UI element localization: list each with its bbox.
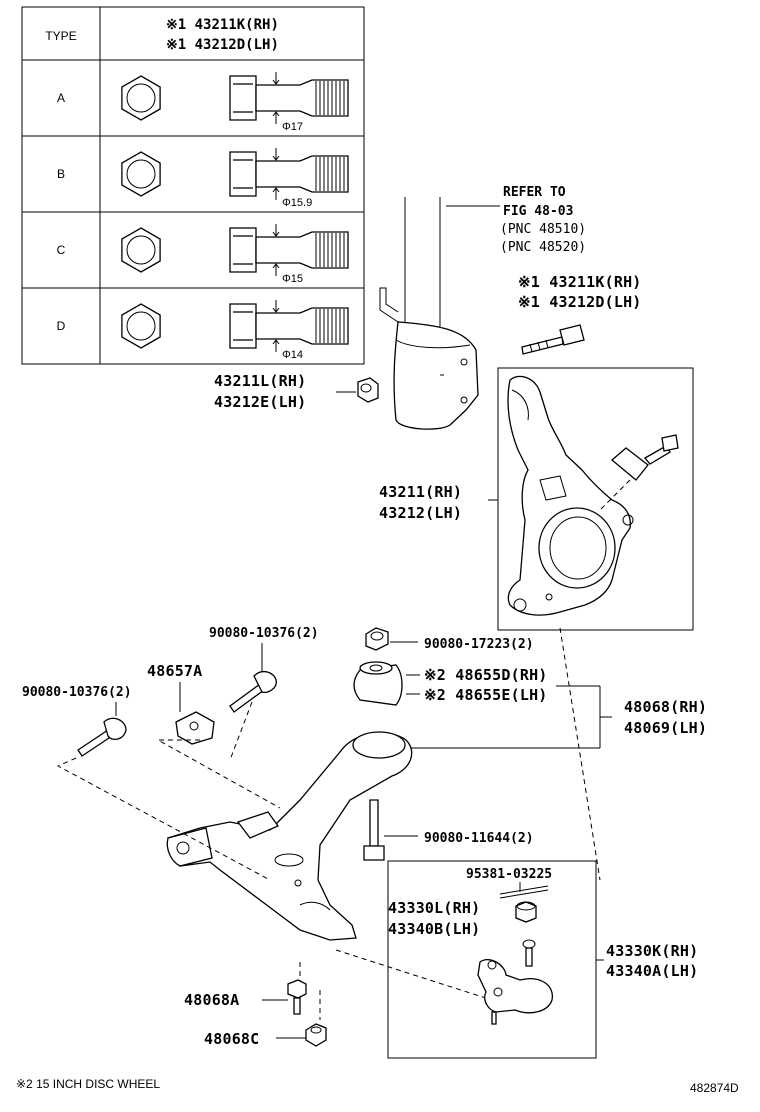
bushing-rh-label: ※2 48655D(RH) bbox=[424, 666, 548, 684]
bolt-arm-label: 90080-11644(2) bbox=[424, 831, 534, 846]
nut-end-view bbox=[121, 151, 161, 197]
bolt-shank bbox=[255, 155, 349, 193]
table-header-type: TYPE bbox=[45, 29, 76, 43]
figure-id: 482874D bbox=[690, 1081, 739, 1095]
ball-joint-lh-label: 43340A(LH) bbox=[606, 962, 698, 980]
bolt-head bbox=[229, 227, 257, 273]
cotter-pin-label: 95381-03225 bbox=[466, 867, 552, 882]
ball-joint bbox=[477, 939, 553, 1025]
row-diameter: Φ17 bbox=[282, 121, 303, 133]
bolt-shank bbox=[255, 307, 349, 345]
strut-bolt bbox=[521, 324, 585, 355]
arm-rh-label: 48068(RH) bbox=[624, 698, 707, 716]
nut-ball-rh-label: 43330L(RH) bbox=[388, 899, 480, 917]
nut-lower bbox=[305, 1023, 327, 1047]
bolt-left bbox=[77, 717, 127, 757]
nut-lh-label: 43212E(LH) bbox=[214, 393, 306, 411]
table-header-part-rh: ※1 43211K(RH) bbox=[166, 17, 279, 33]
table-row: D Φ14 bbox=[57, 300, 349, 361]
castle-nut bbox=[515, 901, 537, 923]
steering-knuckle bbox=[507, 375, 634, 616]
row-type: C bbox=[57, 243, 66, 257]
bolt-left-label: 90080-10376(2) bbox=[22, 685, 132, 700]
nut-rh-label: 43211L(RH) bbox=[214, 372, 306, 390]
bushing bbox=[353, 661, 403, 706]
bolt-head bbox=[229, 151, 257, 197]
row-diameter: Φ14 bbox=[282, 349, 303, 361]
row-diameter: Φ15 bbox=[282, 273, 303, 285]
nut-end-view bbox=[121, 227, 161, 273]
nut-upper-label: 90080-17223(2) bbox=[424, 637, 534, 652]
table-header-part-lh: ※1 43212D(LH) bbox=[166, 37, 279, 53]
bolt-shank bbox=[255, 231, 349, 269]
nut-end-view bbox=[121, 303, 161, 349]
knuckle-plate bbox=[599, 434, 679, 511]
knuckle-lh-label: 43212(LH) bbox=[379, 504, 462, 522]
table-row: C Φ15 bbox=[57, 224, 349, 285]
bolt-shank bbox=[255, 79, 349, 117]
cotter-pin bbox=[499, 885, 549, 899]
table-row: B Φ15.9 bbox=[57, 148, 349, 209]
nut-ball-lh-label: 43340B(LH) bbox=[388, 920, 480, 938]
bolt-upper-label: 90080-10376(2) bbox=[209, 626, 319, 641]
nut-lower-label: 48068C bbox=[204, 1030, 259, 1048]
bracket-label: 48657A bbox=[147, 662, 202, 680]
bolt-head bbox=[229, 75, 257, 121]
arm-lh-label: 48069(LH) bbox=[624, 719, 707, 737]
refer-line4: (PNC 48520) bbox=[500, 240, 586, 255]
strut-reference bbox=[379, 197, 500, 430]
bolt-kit-lh-label: ※1 43212D(LH) bbox=[518, 293, 642, 311]
bolt-kit-rh-label: ※1 43211K(RH) bbox=[518, 273, 642, 291]
refer-line2: FIG 48-03 bbox=[503, 204, 573, 219]
bolt-arm bbox=[363, 799, 385, 861]
row-type: A bbox=[57, 91, 65, 105]
refer-line1: REFER TO bbox=[503, 185, 566, 200]
nut-end-view bbox=[121, 75, 161, 121]
refer-line3: (PNC 48510) bbox=[500, 222, 586, 237]
footer-note: ※2 15 INCH DISC WHEEL bbox=[16, 1077, 160, 1091]
ball-joint-rh-label: 43330K(RH) bbox=[606, 942, 698, 960]
bolt-upper bbox=[229, 670, 277, 713]
row-diameter: Φ15.9 bbox=[282, 197, 312, 209]
bolt-head bbox=[229, 303, 257, 349]
bushing-lh-label: ※2 48655E(LH) bbox=[424, 686, 548, 704]
strut-nut bbox=[357, 377, 379, 403]
bolt-lower-label: 48068A bbox=[184, 991, 239, 1009]
row-type: D bbox=[57, 319, 66, 333]
nut-upper bbox=[365, 627, 389, 651]
knuckle-rh-label: 43211(RH) bbox=[379, 483, 462, 501]
lower-control-arm bbox=[166, 731, 413, 941]
table-row: A Φ17 bbox=[57, 72, 349, 133]
row-type: B bbox=[57, 167, 65, 181]
bolt-lower bbox=[287, 979, 307, 1015]
bracket bbox=[175, 711, 215, 745]
